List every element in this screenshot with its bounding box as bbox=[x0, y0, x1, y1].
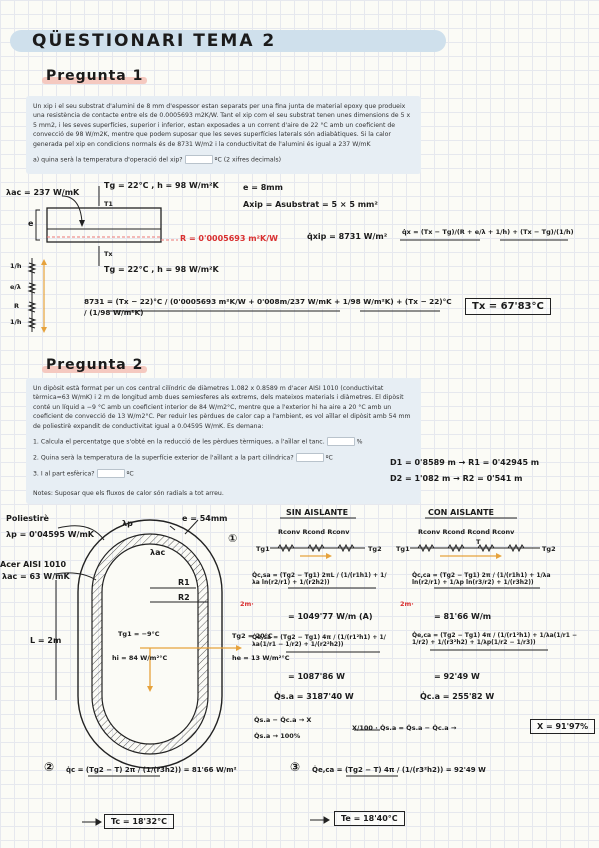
lambda-p-label: λp bbox=[122, 519, 133, 528]
sphere-surface-formula: Q̇e,ca = (Tg2 − T) 4π / (1/(r3²h2)) = 92… bbox=[312, 766, 486, 774]
answer-input-1a[interactable] bbox=[184, 155, 213, 165]
qe-sa-formula: Q̇e,sa = (Tg2 − Tg1) 4π / (1/(r1²h1) + 1… bbox=[252, 634, 386, 648]
chain-sin-tg2: Tg2 bbox=[368, 545, 382, 553]
answer-1: Tx = 67'83°C bbox=[465, 298, 551, 315]
tg-top-note: Tg = 22°C , h = 98 W/m²K bbox=[104, 181, 219, 190]
question-2-item3-unit: ºC bbox=[126, 470, 134, 478]
answer-2-2: Tc = 18'32°C bbox=[104, 814, 174, 829]
answer-input-2-2[interactable] bbox=[295, 452, 324, 462]
qc-ca-formula: Q̇c,ca = (Tg2 − Tg1) 2π / (1/(r1h1) + 1/… bbox=[412, 572, 551, 586]
q-con-total: Q̇c.a = 255'82 W bbox=[420, 692, 495, 701]
qc-sa-formula: Q̇c,sa = (Tg2 − Tg1) 2πL / (1/(r1h1) + 1… bbox=[252, 572, 387, 586]
two-m-right: 2m· bbox=[400, 600, 414, 608]
resist-label-3: R bbox=[14, 302, 20, 310]
tg2-note: Tg2 = 20°C bbox=[232, 632, 273, 640]
qc-sa-value: = 1049'77 W/m (A) bbox=[288, 612, 373, 621]
question-1a-text: a) quina serà la temperatura d'operació … bbox=[33, 156, 183, 164]
resist-label-4: 1/h bbox=[10, 318, 22, 326]
insulation-thickness: e = 54mm bbox=[182, 514, 228, 523]
resist-label-2: e/λ bbox=[10, 283, 21, 291]
step-2-marker: ② bbox=[44, 760, 55, 774]
tx-label: Tx bbox=[104, 250, 113, 258]
d2-note: D2 = 1'082 m → R2 = 0'541 m bbox=[390, 474, 523, 483]
qxip-note: q̇xip = 8731 W/m² bbox=[307, 232, 388, 241]
question-2-item3: 3. I al part esfèrica? bbox=[33, 470, 95, 478]
main-equation: 8731 = (Tx − 22)°C / (0'0005693 m²K/W + … bbox=[84, 297, 452, 317]
answer-2-3: Te = 18'40°C bbox=[334, 811, 405, 826]
answer-input-2-3[interactable] bbox=[96, 468, 125, 478]
question-2-statement: Un dipòsit està format per un cos centra… bbox=[33, 385, 411, 430]
polistire-label: Poliestirè bbox=[6, 514, 49, 523]
section-heading-2: Pregunta 2 bbox=[42, 357, 148, 373]
tg1-note: Tg1 = −9°C bbox=[118, 630, 160, 638]
cross-multiply: X/100 · Q̇s.a = Q̇s.a − Q̇c.a → bbox=[352, 724, 457, 732]
con-aislante-heading: CON AISLANTE bbox=[428, 508, 494, 517]
sin-aislante-heading: SIN AISLANTE bbox=[286, 508, 349, 517]
section-heading-1: Pregunta 1 bbox=[42, 68, 148, 84]
area-note: Axip = Asubstrat = 5 × 5 mm² bbox=[243, 200, 378, 209]
question-1-box: Un xip i el seu substrat d'alumini de 8 … bbox=[26, 96, 421, 174]
chain-con-tg1: Tg1 bbox=[396, 545, 410, 553]
chain-sin-labels: Rconv Rcond Rconv bbox=[278, 528, 350, 536]
question-2-item1-unit: % bbox=[356, 438, 363, 446]
question-2-item2: 2. Quina serà la temperatura de la super… bbox=[33, 454, 294, 462]
r2-label: R2 bbox=[178, 593, 190, 602]
qx-formula: q̇x = (Tx − Tg)/(R + e/λ + 1/h) + (Tx − … bbox=[402, 228, 574, 236]
step-1-marker: ① bbox=[228, 532, 238, 545]
question-2-item1: 1. Calcula el percentatge que s'obté en … bbox=[33, 438, 325, 446]
lambda-ac-note: λac = 237 W/mK bbox=[6, 188, 80, 197]
qe-ca-formula: Q̇e,ca = (Tg2 − Tg1) 4π / (1/(r1²h1) + 1… bbox=[412, 632, 578, 646]
tg-bottom-note: Tg = 22°C , h = 98 W/m²K bbox=[104, 265, 219, 274]
length-note: L = 2m bbox=[30, 636, 62, 645]
qe-sa-value: = 1087'86 W bbox=[288, 672, 345, 681]
qc-ca-value: = 81'66 W/m bbox=[434, 612, 492, 621]
he-note: he = 13 W/m²°C bbox=[232, 654, 290, 662]
lambda-ac-label: λac bbox=[150, 548, 166, 557]
q-sin-total: Q̇s.a = 3187'40 W bbox=[274, 692, 354, 701]
cylinder-surface-formula: q̇c = (Tg2 − T) 2π / (1/(r3h2)) = 81'66 … bbox=[66, 766, 237, 774]
r1-label: R1 bbox=[178, 578, 190, 587]
resist-label-1: 1/h bbox=[10, 262, 22, 270]
page-title: QÜESTIONARI TEMA 2 bbox=[32, 31, 277, 51]
acer-label: Acer AISI 1010 bbox=[0, 560, 67, 569]
answer-input-2-1[interactable] bbox=[326, 437, 355, 447]
hi-note: hi = 84 W/m²°C bbox=[112, 654, 168, 662]
chain-con-labels: Rconv Rcond Rcond Rconv bbox=[418, 528, 515, 536]
thickness-note: e = 8mm bbox=[243, 183, 283, 192]
two-m-left: 2m· bbox=[240, 600, 254, 608]
e-label: e bbox=[28, 219, 34, 228]
answer-2-1: X = 91'97% bbox=[530, 719, 596, 734]
chain-con-tg2: Tg2 bbox=[542, 545, 556, 553]
qe-ca-value: = 92'49 W bbox=[434, 672, 480, 681]
question-1a-unit: ºC (2 xifres decimals) bbox=[214, 156, 282, 164]
lambda-p-note: λp = 0'04595 W/mK bbox=[6, 530, 94, 539]
title-highlight bbox=[10, 30, 446, 52]
chain-con-t: T bbox=[476, 538, 481, 546]
t1-label: T1 bbox=[104, 200, 113, 208]
ratio-top: Q̇s.a − Q̇c.a → X bbox=[254, 716, 312, 724]
question-2-box: Un dipòsit està format per un cos centra… bbox=[26, 378, 421, 504]
resistance-note: R = 0'0005693 m²K/W bbox=[180, 234, 278, 243]
question-2-item2-unit: ºC bbox=[325, 454, 333, 462]
d1-note: D1 = 0'8589 m → R1 = 0'42945 m bbox=[390, 458, 540, 467]
question-1-statement: Un xip i el seu substrat d'alumini de 8 … bbox=[33, 103, 411, 148]
lambda-ac-2-note: λac = 63 W/mK bbox=[2, 572, 70, 581]
step-3-marker: ③ bbox=[290, 760, 301, 774]
chain-sin-tg1: Tg1 bbox=[256, 545, 270, 553]
ratio-bottom: Q̇s.a → 100% bbox=[254, 732, 301, 740]
question-2-footnote: Notes: Suposar que els fluxos de calor s… bbox=[33, 489, 224, 497]
